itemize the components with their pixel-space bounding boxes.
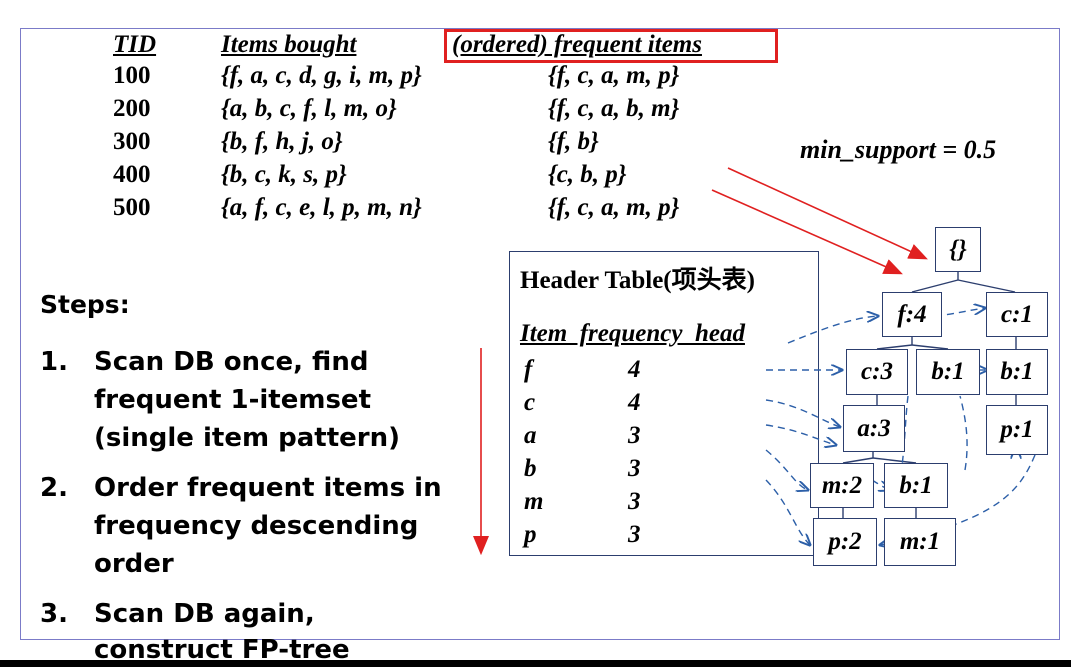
tid-header: TID xyxy=(113,31,157,58)
header-table-item: f xyxy=(524,356,533,383)
tree-node: b:1 xyxy=(986,349,1048,395)
step-text-line: (single item pattern) xyxy=(94,423,400,453)
header-table-title: Header Table(项头表) xyxy=(520,267,755,294)
header-table-columns: Item frequency head xyxy=(520,320,745,347)
step-text-line: order xyxy=(94,549,174,579)
items-cell: {b, f, h, j, o} xyxy=(221,128,343,155)
tree-node: m:2 xyxy=(810,463,874,508)
frequent-cell: {c, b, p} xyxy=(548,161,627,188)
tree-node: c:1 xyxy=(986,292,1048,337)
tree-node: p:2 xyxy=(813,518,877,566)
header-table-frequency: 3 xyxy=(628,455,641,482)
header-table-frequency: 3 xyxy=(628,521,641,548)
header-table-frequency: 4 xyxy=(628,389,641,416)
frequent-cell: {f, b} xyxy=(548,128,599,155)
frequent-cell: {f, c, a, b, m} xyxy=(548,95,680,122)
header-table-item: m xyxy=(524,488,544,515)
tree-node: f:4 xyxy=(882,292,942,337)
header-table-item: a xyxy=(524,422,537,449)
red-arrow xyxy=(711,189,903,275)
bottom-rule xyxy=(0,660,1071,667)
red-arrow xyxy=(727,167,928,260)
header-table-item: b xyxy=(524,455,537,482)
tid-cell: 300 xyxy=(113,128,151,155)
slide-frame xyxy=(20,28,1060,640)
tree-node: a:3 xyxy=(843,405,905,452)
header-table: Header Table(项头表) Item frequency head f … xyxy=(509,251,819,556)
step-text-line: Scan DB once, find xyxy=(94,347,369,377)
items-cell: {f, a, c, d, g, i, m, p} xyxy=(221,62,422,89)
min-support-label: min_support = 0.5 xyxy=(800,135,997,164)
frequent-items-header: (ordered) frequent items xyxy=(452,31,702,58)
items-cell: {a, b, c, f, l, m, o} xyxy=(221,95,397,122)
items-cell: {b, c, k, s, p} xyxy=(221,161,347,188)
tree-edges xyxy=(842,272,1017,518)
tree-node: b:1 xyxy=(884,463,948,508)
steps-title: Steps: xyxy=(40,290,130,319)
tree-node: p:1 xyxy=(986,405,1048,455)
tid-cell: 500 xyxy=(113,194,151,221)
frequent-cell: {f, c, a, m, p} xyxy=(548,62,680,89)
tree-root-node: {} xyxy=(935,227,981,272)
items-bought-header: Items bought xyxy=(221,31,357,58)
header-table-frequency: 3 xyxy=(628,422,641,449)
step-text-line: Order frequent items in xyxy=(94,473,442,503)
step-number: 2. xyxy=(40,473,68,503)
step-number: 3. xyxy=(40,599,68,629)
step-number: 1. xyxy=(40,347,68,377)
tree-node: c:3 xyxy=(846,349,908,395)
header-table-item: c xyxy=(524,389,536,416)
tid-cell: 400 xyxy=(113,161,151,188)
items-cell: {a, f, c, e, l, p, m, n} xyxy=(221,194,422,221)
header-table-frequency: 3 xyxy=(628,488,641,515)
step-text-line: Scan DB again, xyxy=(94,599,315,629)
step-text-line: frequency descending xyxy=(94,511,419,541)
tree-node: b:1 xyxy=(916,349,980,395)
frequent-items-highlight xyxy=(444,29,778,63)
tree-node: m:1 xyxy=(884,518,956,566)
header-table-item: p xyxy=(524,521,537,548)
frequent-cell: {f, c, a, m, p} xyxy=(548,194,680,221)
step-text-line: frequent 1-itemset xyxy=(94,385,371,415)
tid-cell: 100 xyxy=(113,62,151,89)
tid-cell: 200 xyxy=(113,95,151,122)
header-table-frequency: 4 xyxy=(628,356,641,383)
